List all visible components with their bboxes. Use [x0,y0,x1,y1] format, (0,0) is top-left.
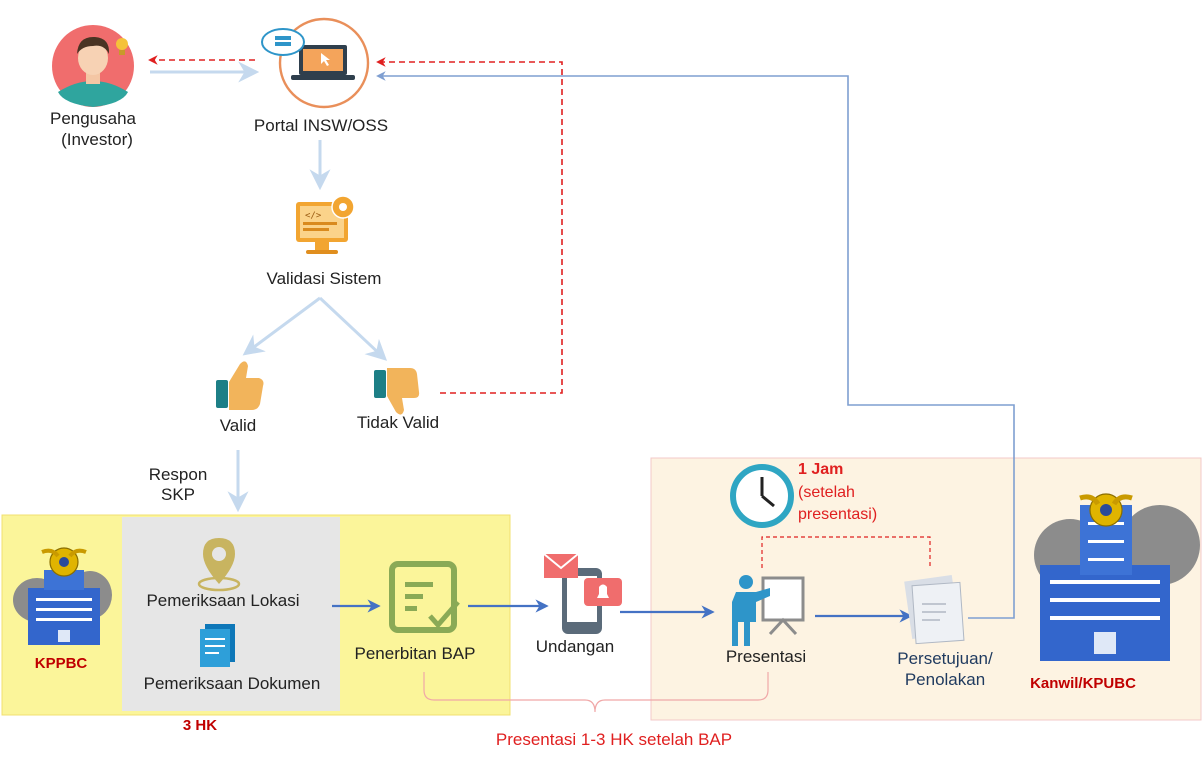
portal-label: Portal INSW/OSS [254,116,388,135]
invitation-phone-icon [543,553,622,634]
thumbs-down-icon [374,368,420,415]
validation-to-valid-arrow [242,296,321,356]
bap-document-icon [389,561,460,633]
document-check-label: Pemeriksaan Dokumen [144,674,321,693]
one-hour-label-line1: 1 Jam [798,461,843,478]
response-label-line2: SKP [161,485,195,504]
svg-text:</>: </> [305,211,322,221]
validation-icon: </> [296,195,355,254]
presentation-label: Presentasi [726,647,806,666]
thumbs-up-icon [216,361,264,410]
valid-label: Valid [220,416,257,435]
kppbc-building-icon [13,570,112,645]
invalid-to-portal-arrow [376,57,563,394]
kppbc-label: KPPBC [35,655,88,672]
approval-label-line2: Penolakan [905,670,985,689]
three-days-label: 3 HK [183,717,217,734]
invitation-label: Undangan [536,637,614,656]
timeline-note-label: Presentasi 1-3 HK setelah BAP [496,730,732,749]
bap-label: Penerbitan BAP [355,644,476,663]
validation-to-invalid-arrow [318,296,388,361]
clock-icon [730,464,794,528]
approval-document-icon [904,574,965,645]
one-hour-bracket [761,536,931,568]
location-check-label: Pemeriksaan Lokasi [146,591,299,610]
invalid-label: Tidak Valid [357,413,439,432]
one-hour-label-line2: (setelah [798,484,855,501]
one-hour-label-line3: presentasi) [798,506,877,523]
timeline-brace [423,672,769,713]
presentation-icon [732,575,805,646]
approval-label-line1: Persetujuan/ [897,649,993,668]
kanwil-emblem-icon [1079,493,1133,527]
kanwil-label: Kanwil/KPUBC [1030,675,1136,692]
investor-icon [52,25,134,107]
document-icon [200,624,235,667]
approval-to-portal-arrow [376,71,1015,619]
location-pin-icon [197,538,241,592]
investor-label-line1: Pengusaha [50,109,137,128]
validation-label: Validasi Sistem [267,269,382,288]
response-label-line1: Respon [149,465,208,484]
kppbc-emblem-icon [41,547,87,577]
investor-label-line2: (Investor) [61,130,133,149]
portal-icon [261,17,370,109]
